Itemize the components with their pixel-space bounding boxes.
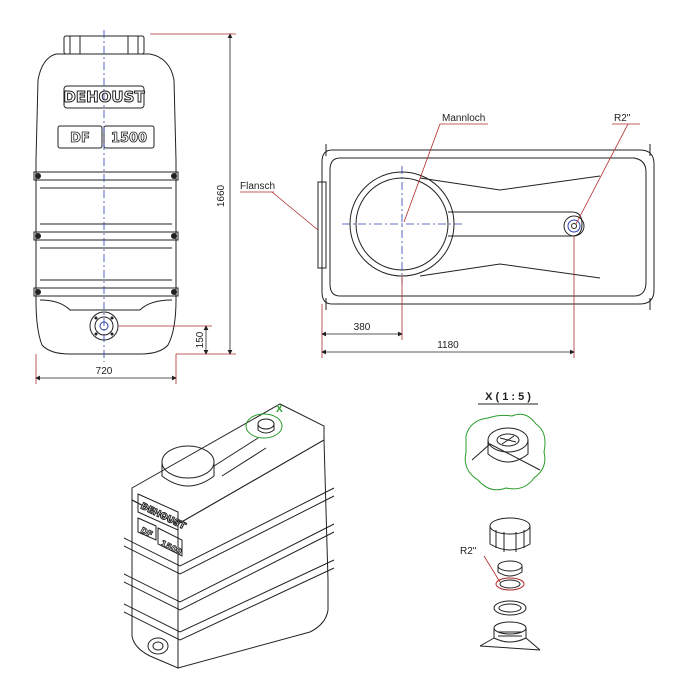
flange-label: Flansch [240,181,275,192]
detail-exploded [479,517,541,651]
iso-outlet [147,637,169,655]
model-prefix-plate [57,125,103,149]
exploded-vent [497,560,523,572]
model-number: 1500 [111,131,147,146]
iso-side [177,439,329,669]
channel [448,211,583,237]
iso-front [131,499,179,669]
front-view [33,35,179,355]
flange [317,181,327,269]
iso-brand-plate [137,493,179,531]
manhole-offset-dim: 380 [354,322,371,333]
band-1 [33,171,179,181]
brand-name: DEHOUST [63,88,145,106]
exploded-washer [493,600,527,616]
thread-label: R2" [614,113,631,124]
outlet-height-dim: 150 [195,331,206,348]
top-centerlines [342,166,462,284]
detail-thread-label: R2" [460,546,477,557]
iso-model-number: 1500 [159,539,183,557]
iso-model-prefix: DF [139,526,154,539]
iso-fitting [257,418,275,430]
detail-leader [483,555,501,583]
manhole-label: Mannloch [442,113,485,124]
top-outline [321,149,655,305]
detail-title: X ( 1 : 5 ) [485,391,531,403]
detail-marker: X [276,404,283,415]
band-3 [33,287,179,297]
top-leaders [240,123,640,231]
iso-manhole [161,445,215,479]
height-dim: 1660 [216,184,227,207]
tank-outline [35,53,177,355]
model-prefix: DF [70,131,90,146]
width-dim: 720 [96,366,113,377]
detail-circle-marker [245,413,283,439]
top-dimensions [321,236,575,358]
length-dim: 1180 [437,340,459,351]
iso-top [131,403,325,525]
exploded-red-ring [495,577,525,591]
front-dimensions [35,33,236,384]
r2-fitting [563,215,585,237]
isometric-view [123,403,335,669]
band-clips [35,173,177,336]
detail-magnified [464,413,546,491]
band-2 [33,231,179,241]
top-view [317,144,655,310]
